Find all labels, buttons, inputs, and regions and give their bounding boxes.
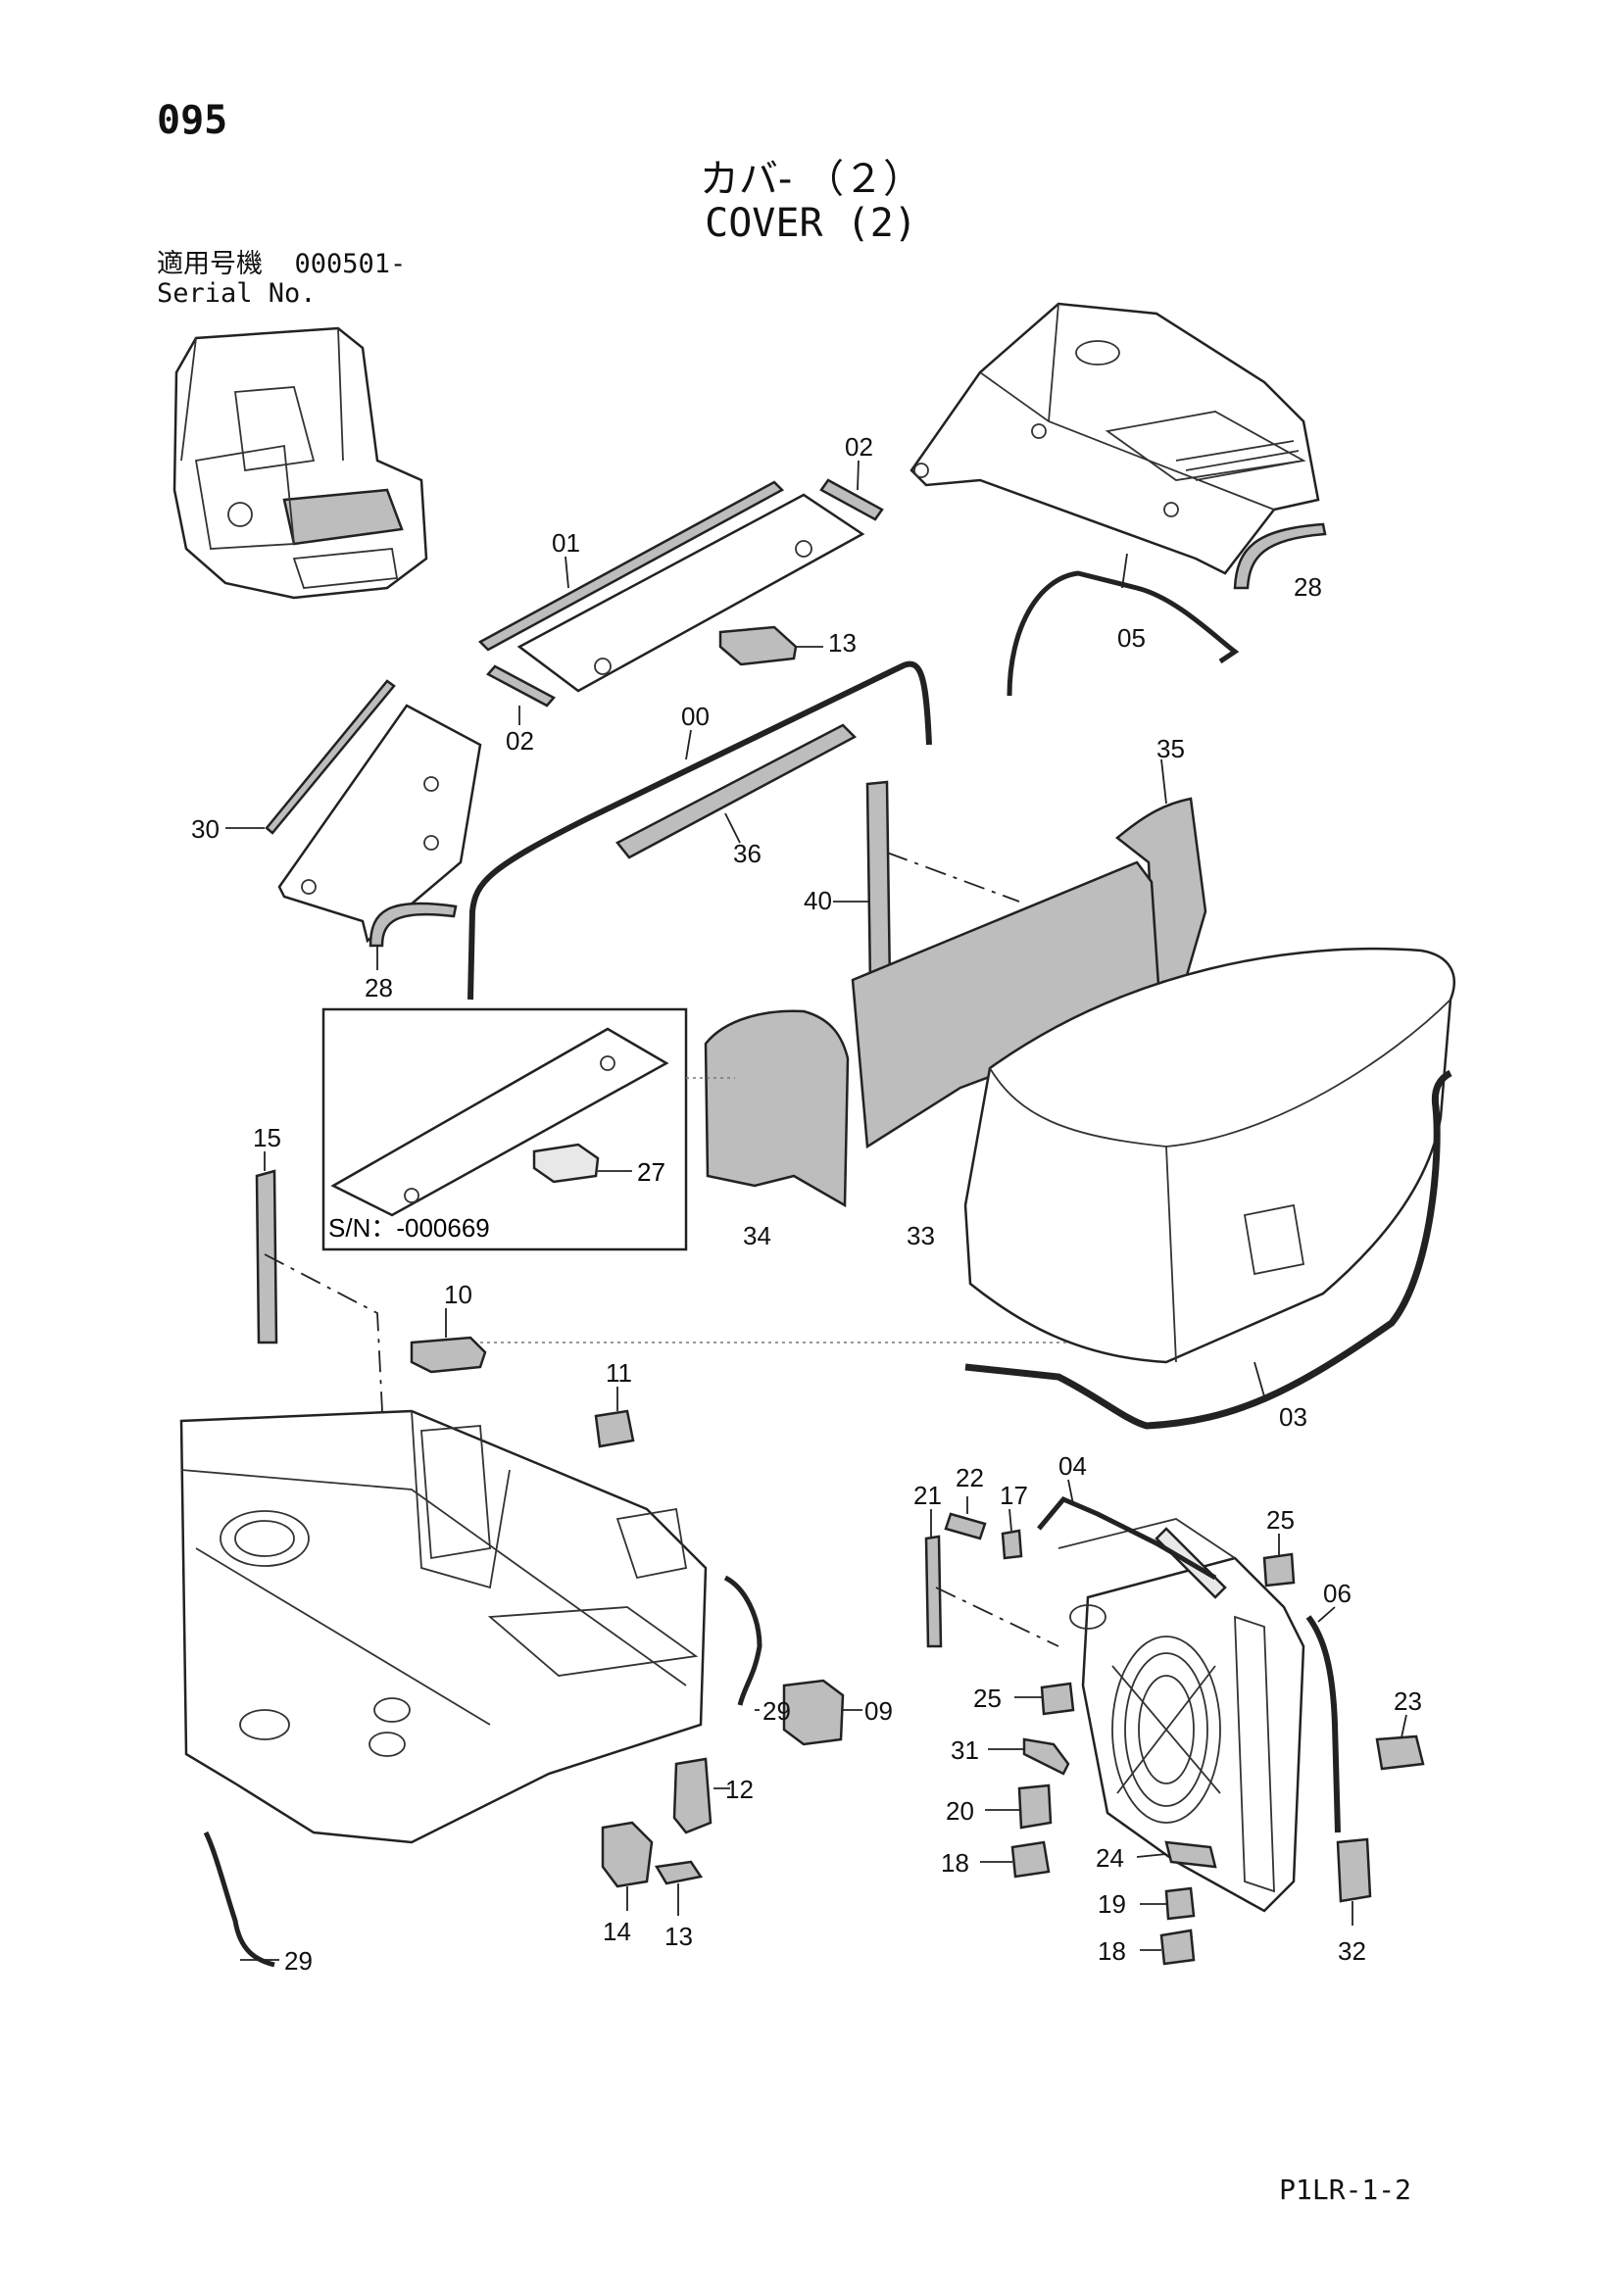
- label-36: 36: [733, 839, 762, 868]
- part-40-strip: [865, 780, 892, 987]
- part-18a-block: [1010, 1840, 1051, 1879]
- label-20: 20: [946, 1796, 974, 1826]
- part-24-block: [1164, 1840, 1217, 1869]
- part-32-block: [1336, 1837, 1372, 1903]
- part-20-block: [1017, 1783, 1053, 1830]
- label-09: 09: [864, 1696, 893, 1726]
- part-22-block: [944, 1512, 987, 1540]
- part-28a-seal: [1233, 522, 1327, 590]
- label-05: 05: [1117, 623, 1146, 653]
- part-15-strip: [255, 1169, 278, 1344]
- part-29b-seal: [203, 1831, 275, 1968]
- label-21: 21: [913, 1481, 942, 1510]
- label-12: 12: [725, 1775, 754, 1804]
- label-34: 34: [743, 1221, 771, 1250]
- part-21-strip: [924, 1535, 943, 1648]
- inset-part-label: 27: [637, 1157, 665, 1187]
- machine-thumbnail: [172, 326, 428, 600]
- part-13-block-top: [718, 625, 798, 666]
- part-00-seal: [467, 660, 932, 1001]
- part-02b-strip: [486, 664, 556, 708]
- label-25a: 25: [1266, 1505, 1295, 1535]
- part-10-block: [410, 1336, 487, 1374]
- part-28b-seal: [369, 902, 458, 948]
- label-35: 35: [1156, 734, 1185, 763]
- label-00: 00: [681, 702, 710, 731]
- label-32: 32: [1338, 1936, 1366, 1966]
- label-29b: 29: [284, 1946, 313, 1976]
- part-25a-pad: [1262, 1552, 1296, 1588]
- upper-frame: [179, 1409, 708, 1844]
- part-31-bracket: [1022, 1737, 1070, 1776]
- label-04: 04: [1058, 1451, 1087, 1481]
- label-01: 01: [552, 528, 580, 558]
- serial-label-jp: 適用号機: [157, 249, 263, 279]
- part-02a-strip: [819, 478, 884, 521]
- part-09-block: [782, 1679, 845, 1746]
- part-29a-seal: [723, 1575, 762, 1706]
- part-14-block: [601, 1821, 654, 1888]
- part-19-block: [1164, 1886, 1196, 1921]
- label-13b: 13: [664, 1922, 693, 1951]
- label-33: 33: [907, 1221, 935, 1250]
- serial-label-en: Serial No.: [157, 278, 317, 309]
- label-23: 23: [1394, 1686, 1422, 1716]
- part-23-block: [1375, 1734, 1425, 1771]
- label-02a: 02: [845, 432, 873, 462]
- inset-box: 27 S/N：-000669: [321, 1007, 688, 1251]
- top-plate: [516, 493, 865, 693]
- part-05-seal: [1007, 570, 1240, 697]
- footer-code: P1LR-1-2: [1279, 2174, 1411, 2206]
- engine-hood-cover: [909, 302, 1320, 575]
- label-14: 14: [603, 1917, 631, 1946]
- label-40: 40: [804, 886, 832, 915]
- leader-lines: [225, 460, 1407, 1961]
- part-36-strip: [615, 723, 858, 859]
- label-03: 03: [1279, 1402, 1307, 1432]
- part-12-bracket: [672, 1757, 713, 1834]
- part-labels: 01 02 02 13 00 05 28 30 28 36 35 40 34 3…: [191, 432, 1422, 1976]
- rear-cover: [963, 947, 1455, 1364]
- label-15: 15: [253, 1123, 281, 1152]
- title-english: COVER (2): [705, 201, 917, 246]
- part-01-strip: [477, 480, 785, 652]
- label-28b: 28: [365, 973, 393, 1002]
- part-17-block: [1001, 1529, 1023, 1560]
- part-11-block: [594, 1409, 635, 1448]
- label-02b: 02: [506, 726, 534, 756]
- label-31: 31: [951, 1735, 979, 1765]
- label-17: 17: [1000, 1481, 1028, 1510]
- label-24: 24: [1096, 1843, 1124, 1873]
- serial-value: 000501-: [294, 249, 407, 279]
- page-number: 095: [157, 98, 228, 143]
- label-29a: 29: [762, 1696, 791, 1726]
- label-06: 06: [1323, 1579, 1352, 1608]
- label-11: 11: [606, 1358, 632, 1388]
- label-28a: 28: [1294, 572, 1322, 602]
- title-japanese: カバ- （２）: [699, 157, 923, 202]
- part-06-strip: [1305, 1615, 1341, 1833]
- label-22: 22: [956, 1463, 984, 1492]
- part-18b-block: [1159, 1929, 1196, 1966]
- label-18a: 18: [941, 1848, 969, 1878]
- label-25b: 25: [973, 1684, 1002, 1713]
- part-03-seal: [964, 1069, 1452, 1430]
- label-10: 10: [444, 1280, 472, 1309]
- label-18b: 18: [1098, 1936, 1126, 1966]
- label-19: 19: [1098, 1889, 1126, 1919]
- inset-caption: S/N：-000669: [328, 1213, 490, 1243]
- label-30: 30: [191, 814, 220, 844]
- part-25b-pad: [1040, 1682, 1075, 1716]
- part-34-panel: [704, 1009, 850, 1208]
- part-04-hose: [1037, 1495, 1217, 1581]
- label-13a: 13: [828, 628, 857, 658]
- serial-block: 適用号機 000501- Serial No.: [157, 250, 406, 309]
- part-13-block-bottom: [654, 1860, 704, 1885]
- part-30-strip: [265, 679, 396, 835]
